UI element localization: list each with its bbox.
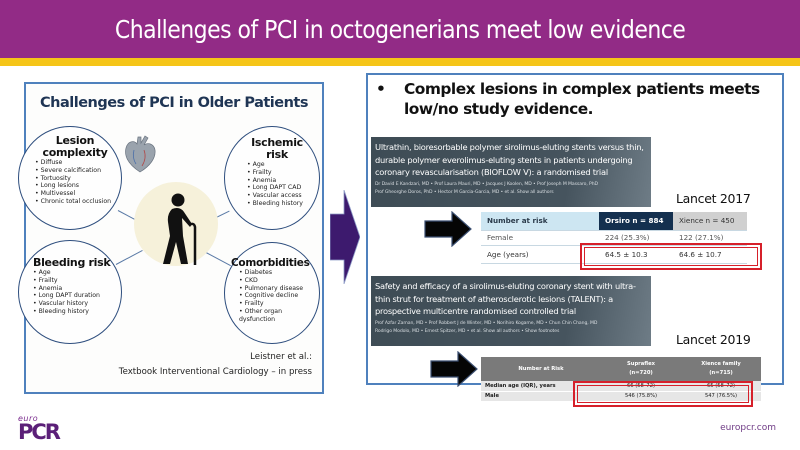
- study-title: Ultrathin, bioresorbable polymer sirolim…: [375, 142, 644, 177]
- table-cell: Median age (IQR), years: [481, 381, 601, 392]
- header-name: Supraflex: [627, 361, 655, 367]
- table-cell: 66 (58–72): [601, 381, 681, 392]
- logo-euro: euro: [18, 414, 39, 423]
- category-item: Chronic total occlusion: [35, 198, 121, 206]
- table-cell: 64.5 ± 10.3: [599, 245, 673, 264]
- category-item: Anemia: [247, 177, 319, 185]
- table-header: Orsiro n = 884: [599, 212, 673, 231]
- study-banner-bioflow: Ultrathin, bioresorbable polymer sirolim…: [371, 137, 651, 207]
- category-item: Tortuosity: [35, 175, 121, 183]
- slide-title: Challenges of PCI in octogenerians meet …: [114, 14, 686, 44]
- challenges-infographic: Challenges of PCI in Older Patients Lesi…: [18, 82, 324, 394]
- table-cell: 65 (58–72): [681, 381, 761, 392]
- table-header: Xience family (n=715): [681, 357, 761, 381]
- category-item: Age: [33, 269, 121, 277]
- table-header-row: Number at risk Orsiro n = 884 Xience n =…: [481, 212, 747, 231]
- category-heading: Bleeding risk: [33, 256, 111, 269]
- arrow-right-icon: [330, 190, 360, 284]
- category-item: Diabetes: [239, 269, 319, 277]
- elderly-person-with-cane-icon: [163, 193, 197, 265]
- category-item: Frailty: [247, 169, 319, 177]
- category-item: Multivessel: [35, 190, 121, 198]
- arrow-right-icon: [424, 211, 472, 247]
- authors-line: Prof Azfar Zaman, MD • Prof Robbert J de…: [375, 320, 598, 326]
- talent-baseline-table: Number at Risk Supraflex (n=720) Xience f…: [481, 357, 761, 402]
- category-item: CKD: [239, 277, 319, 285]
- europcr-logo: euro PCR: [18, 414, 61, 444]
- category-heading: Comorbidities: [231, 257, 310, 269]
- category-item: Other organ dysfunction: [239, 308, 319, 324]
- bullet-point: •: [376, 80, 386, 98]
- study-authors: Prof Azfar Zaman, MD • Prof Robbert J de…: [375, 320, 647, 337]
- category-item: Vascular history: [33, 300, 121, 308]
- bioflow-baseline-table: Number at risk Orsiro n = 884 Xience n =…: [481, 212, 747, 264]
- logo-pcr: PCR: [18, 420, 61, 444]
- table-cell: Age (years): [481, 245, 599, 264]
- table-cell: 64.6 ± 10.7: [673, 245, 747, 264]
- table-row: Median age (IQR), years 66 (58–72) 65 (5…: [481, 381, 761, 392]
- connector-line: [205, 252, 231, 267]
- category-item: Diffuse: [35, 159, 121, 167]
- category-item: Anemia: [33, 285, 121, 293]
- category-heading: Ischemic risk: [251, 136, 303, 161]
- category-item: Frailty: [33, 277, 121, 285]
- category-lesion-complexity: Lesion complexity Diffuse Severe calcifi…: [18, 126, 122, 230]
- citation-authors: Leistner et al.:: [250, 352, 312, 362]
- table-row: Female 224 (25.3%) 122 (27.1%): [481, 230, 747, 246]
- header-n: (n=720): [629, 370, 653, 376]
- statement-line-2: low/no study evidence.: [404, 100, 594, 118]
- authors-line: Prof Gheorghe Doros, PhD • Hector M Garc…: [375, 190, 554, 195]
- category-item: Long lesions: [35, 182, 121, 190]
- citation: Leistner et al.: Textbook Interventional…: [119, 350, 312, 380]
- study-title: Safety and efficacy of a sirolimus-eluti…: [375, 281, 636, 316]
- category-item: Long DAPT duration: [33, 292, 121, 300]
- website-link[interactable]: europcr.com: [720, 423, 776, 433]
- study-banner-talent: Safety and efficacy of a sirolimus-eluti…: [371, 276, 651, 346]
- header-n: (n=715): [709, 370, 733, 376]
- category-comorbidities: Comorbidities Diabetes CKD Pulmonary dis…: [224, 242, 320, 344]
- category-item: Age: [247, 161, 319, 169]
- statement-line-1: Complex lesions in complex patients meet…: [404, 80, 760, 98]
- category-item: Bleeding history: [33, 308, 121, 316]
- table-row: Male 546 (75.8%) 547 (76.5%): [481, 391, 761, 402]
- category-item: Vascular access: [247, 192, 319, 200]
- infographic-title: Challenges of PCI in Older Patients: [40, 95, 308, 111]
- title-accent-stripe: [0, 58, 800, 66]
- category-ischemic-risk: Ischemic risk Age Frailty Anemia Long DA…: [224, 126, 320, 230]
- category-bleeding-risk: Bleeding risk Age Frailty Anemia Long DA…: [18, 240, 122, 344]
- authors-line: Rodrigo Modolo, MD • Ernest Spitzer, MD …: [375, 329, 560, 334]
- table-header: Number at risk: [481, 212, 599, 231]
- category-item: Long DAPT CAD: [247, 184, 319, 192]
- journal-label: Lancet 2017: [676, 191, 751, 206]
- highlight-box: [573, 381, 753, 407]
- table-cell: 547 (76.5%): [681, 391, 761, 402]
- category-item: Pulmonary disease: [239, 285, 319, 293]
- study-authors: Dr David E Kandzari, MD • Prof Laura Mau…: [375, 181, 647, 198]
- table-row: Age (years) 64.5 ± 10.3 64.6 ± 10.7: [481, 245, 747, 264]
- table-header: Number at Risk: [481, 357, 601, 381]
- table-cell: 546 (75.8%): [601, 391, 681, 402]
- category-item: Cognitive decline: [239, 292, 319, 300]
- header-name: Xience family: [701, 361, 741, 367]
- highlight-box: [580, 243, 762, 270]
- category-item: Frailty: [239, 300, 319, 308]
- citation-source: Textbook Interventional Cardiology – in …: [118, 367, 312, 377]
- evidence-panel: • Complex lesions in complex patients mee…: [366, 73, 784, 407]
- table-header: Xience n = 450: [673, 212, 747, 231]
- key-statement: • Complex lesions in complex patients mee…: [376, 79, 776, 119]
- table-cell: Male: [481, 391, 601, 402]
- authors-line: Dr David E Kandzari, MD • Prof Laura Mau…: [375, 181, 598, 187]
- table-header: Supraflex (n=720): [601, 357, 681, 381]
- category-heading: Lesion complexity: [42, 134, 108, 159]
- table-header-row: Number at Risk Supraflex (n=720) Xience f…: [481, 357, 761, 381]
- arrow-right-icon: [430, 351, 478, 387]
- journal-label: Lancet 2019: [676, 332, 751, 347]
- category-item: Bleeding history: [247, 200, 319, 208]
- category-item: Severe calcification: [35, 167, 121, 175]
- slide-title-bar: Challenges of PCI in octogenerians meet …: [0, 0, 800, 58]
- table-cell: Female: [481, 230, 599, 246]
- heart-icon: [125, 135, 156, 173]
